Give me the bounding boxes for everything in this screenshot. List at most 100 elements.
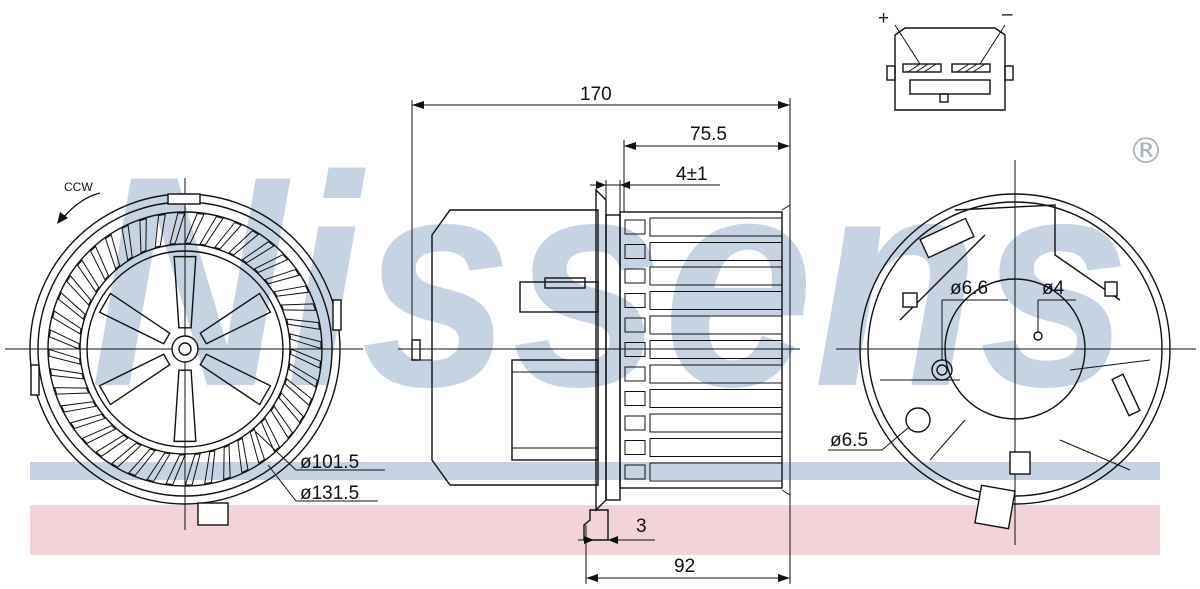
fan-blade	[288, 363, 318, 388]
dim-hole-a: ø6.6	[950, 278, 988, 299]
connector-plus-label: +	[878, 8, 889, 29]
fan-fin	[649, 242, 783, 261]
fan-blade	[90, 245, 110, 281]
fan-fin	[649, 217, 783, 237]
fan-spoke	[98, 353, 171, 406]
fan-fin	[649, 462, 783, 482]
fan-blade	[139, 217, 147, 254]
fan-blade	[284, 378, 313, 406]
fan-blade	[52, 310, 82, 335]
fan-blade	[165, 454, 186, 485]
fan-blade	[260, 417, 280, 453]
fan-blade	[77, 259, 100, 293]
fan-fin	[649, 340, 783, 359]
watermark-blue-band	[30, 462, 1160, 480]
fan-blade	[184, 453, 201, 486]
dim-hole-c: ø6.5	[830, 430, 868, 451]
fan-blade	[69, 413, 106, 430]
fan-blade	[199, 216, 224, 246]
fan-blade	[290, 348, 321, 369]
fan-spoke	[199, 292, 272, 345]
watermark-logo-text: Nissens	[90, 113, 1130, 449]
fan-blade	[154, 213, 166, 248]
fan-fin	[649, 266, 783, 286]
side-view: 170 75.5 4±1 3 92	[398, 84, 800, 584]
fan-fin-root	[624, 219, 646, 235]
fan-fin-root	[624, 391, 646, 406]
dim-outer-diameter: ø131.5	[300, 483, 359, 504]
fan-fin-root	[624, 293, 646, 308]
fan-blade	[66, 274, 92, 306]
fan-spoke	[173, 369, 197, 443]
fan-blade	[60, 401, 97, 413]
fan-blade	[278, 392, 304, 424]
fan-blade	[48, 348, 81, 365]
watermark: Nissens ®	[30, 113, 1164, 555]
fan-blade	[286, 318, 321, 330]
hole-c	[905, 407, 931, 433]
fan-blade	[53, 387, 90, 395]
fan-fin	[649, 389, 783, 408]
fan-fin-root	[624, 440, 646, 455]
fan-fin	[649, 438, 783, 457]
fan-fin	[649, 364, 783, 384]
fan-fin-root	[624, 464, 646, 480]
dim-flange-thickness: 4±1	[676, 164, 708, 185]
fan-blade	[110, 442, 142, 468]
fan-blade	[228, 230, 260, 256]
fan-blade	[104, 233, 121, 270]
fan-blade	[280, 303, 317, 311]
fan-blade	[253, 254, 289, 274]
fan-fin-root	[624, 342, 646, 357]
fan-blade	[204, 450, 216, 485]
fan-blade	[223, 444, 231, 481]
fan-fin	[649, 413, 783, 433]
fan-blade	[237, 437, 249, 474]
fan-blade	[146, 452, 171, 482]
fan-blade	[169, 212, 186, 245]
fan-fin-root	[624, 317, 646, 333]
fan-blade	[95, 434, 129, 457]
fan-blade	[214, 221, 242, 250]
housing-outline	[954, 204, 1121, 301]
right-view: ø6.6 ø4 ø6.5	[828, 160, 1196, 545]
dim-total-length: 170	[580, 84, 612, 105]
fan-fin-root	[624, 268, 646, 284]
fan-fin-root	[624, 415, 646, 431]
fan-blade	[57, 292, 86, 320]
dim-hole-b: ø4	[1042, 278, 1065, 299]
fan-fin-root	[624, 366, 646, 382]
dim-inner-diameter: ø101.5	[300, 452, 359, 473]
fan-fin	[649, 291, 783, 310]
connector-body	[894, 27, 1006, 111]
fan-blade	[241, 241, 275, 264]
fan-blade	[273, 285, 310, 297]
dim-fan-width: 92	[674, 556, 695, 577]
dim-motor-length: 75.5	[690, 124, 727, 145]
fan-blade	[121, 224, 133, 261]
fan-blade	[49, 329, 80, 350]
fan-spoke	[173, 255, 197, 329]
connector-minus-label: –	[1002, 4, 1013, 25]
dim-lip: 3	[636, 516, 647, 537]
fan-blade	[264, 268, 301, 285]
fan-spokes	[98, 255, 272, 443]
connector-detail: + –	[878, 4, 1014, 111]
fan-blade	[49, 368, 84, 380]
fan-blades	[48, 212, 322, 486]
left-view: CCW ø101.5 ø131.5	[5, 178, 385, 530]
rotation-label: CCW	[64, 180, 93, 194]
fan-blade	[270, 405, 293, 439]
hub	[171, 335, 199, 363]
fan-blade	[289, 333, 322, 350]
fan-spoke	[98, 292, 171, 345]
registered-mark: ®	[1128, 131, 1164, 172]
fan-blade	[184, 213, 205, 244]
fan-fin-root	[624, 244, 646, 259]
fan-fin	[649, 315, 783, 335]
fan-blade	[128, 448, 156, 477]
fan-blade	[249, 428, 266, 465]
fan-fins	[624, 217, 783, 482]
fan-blade	[81, 424, 117, 444]
